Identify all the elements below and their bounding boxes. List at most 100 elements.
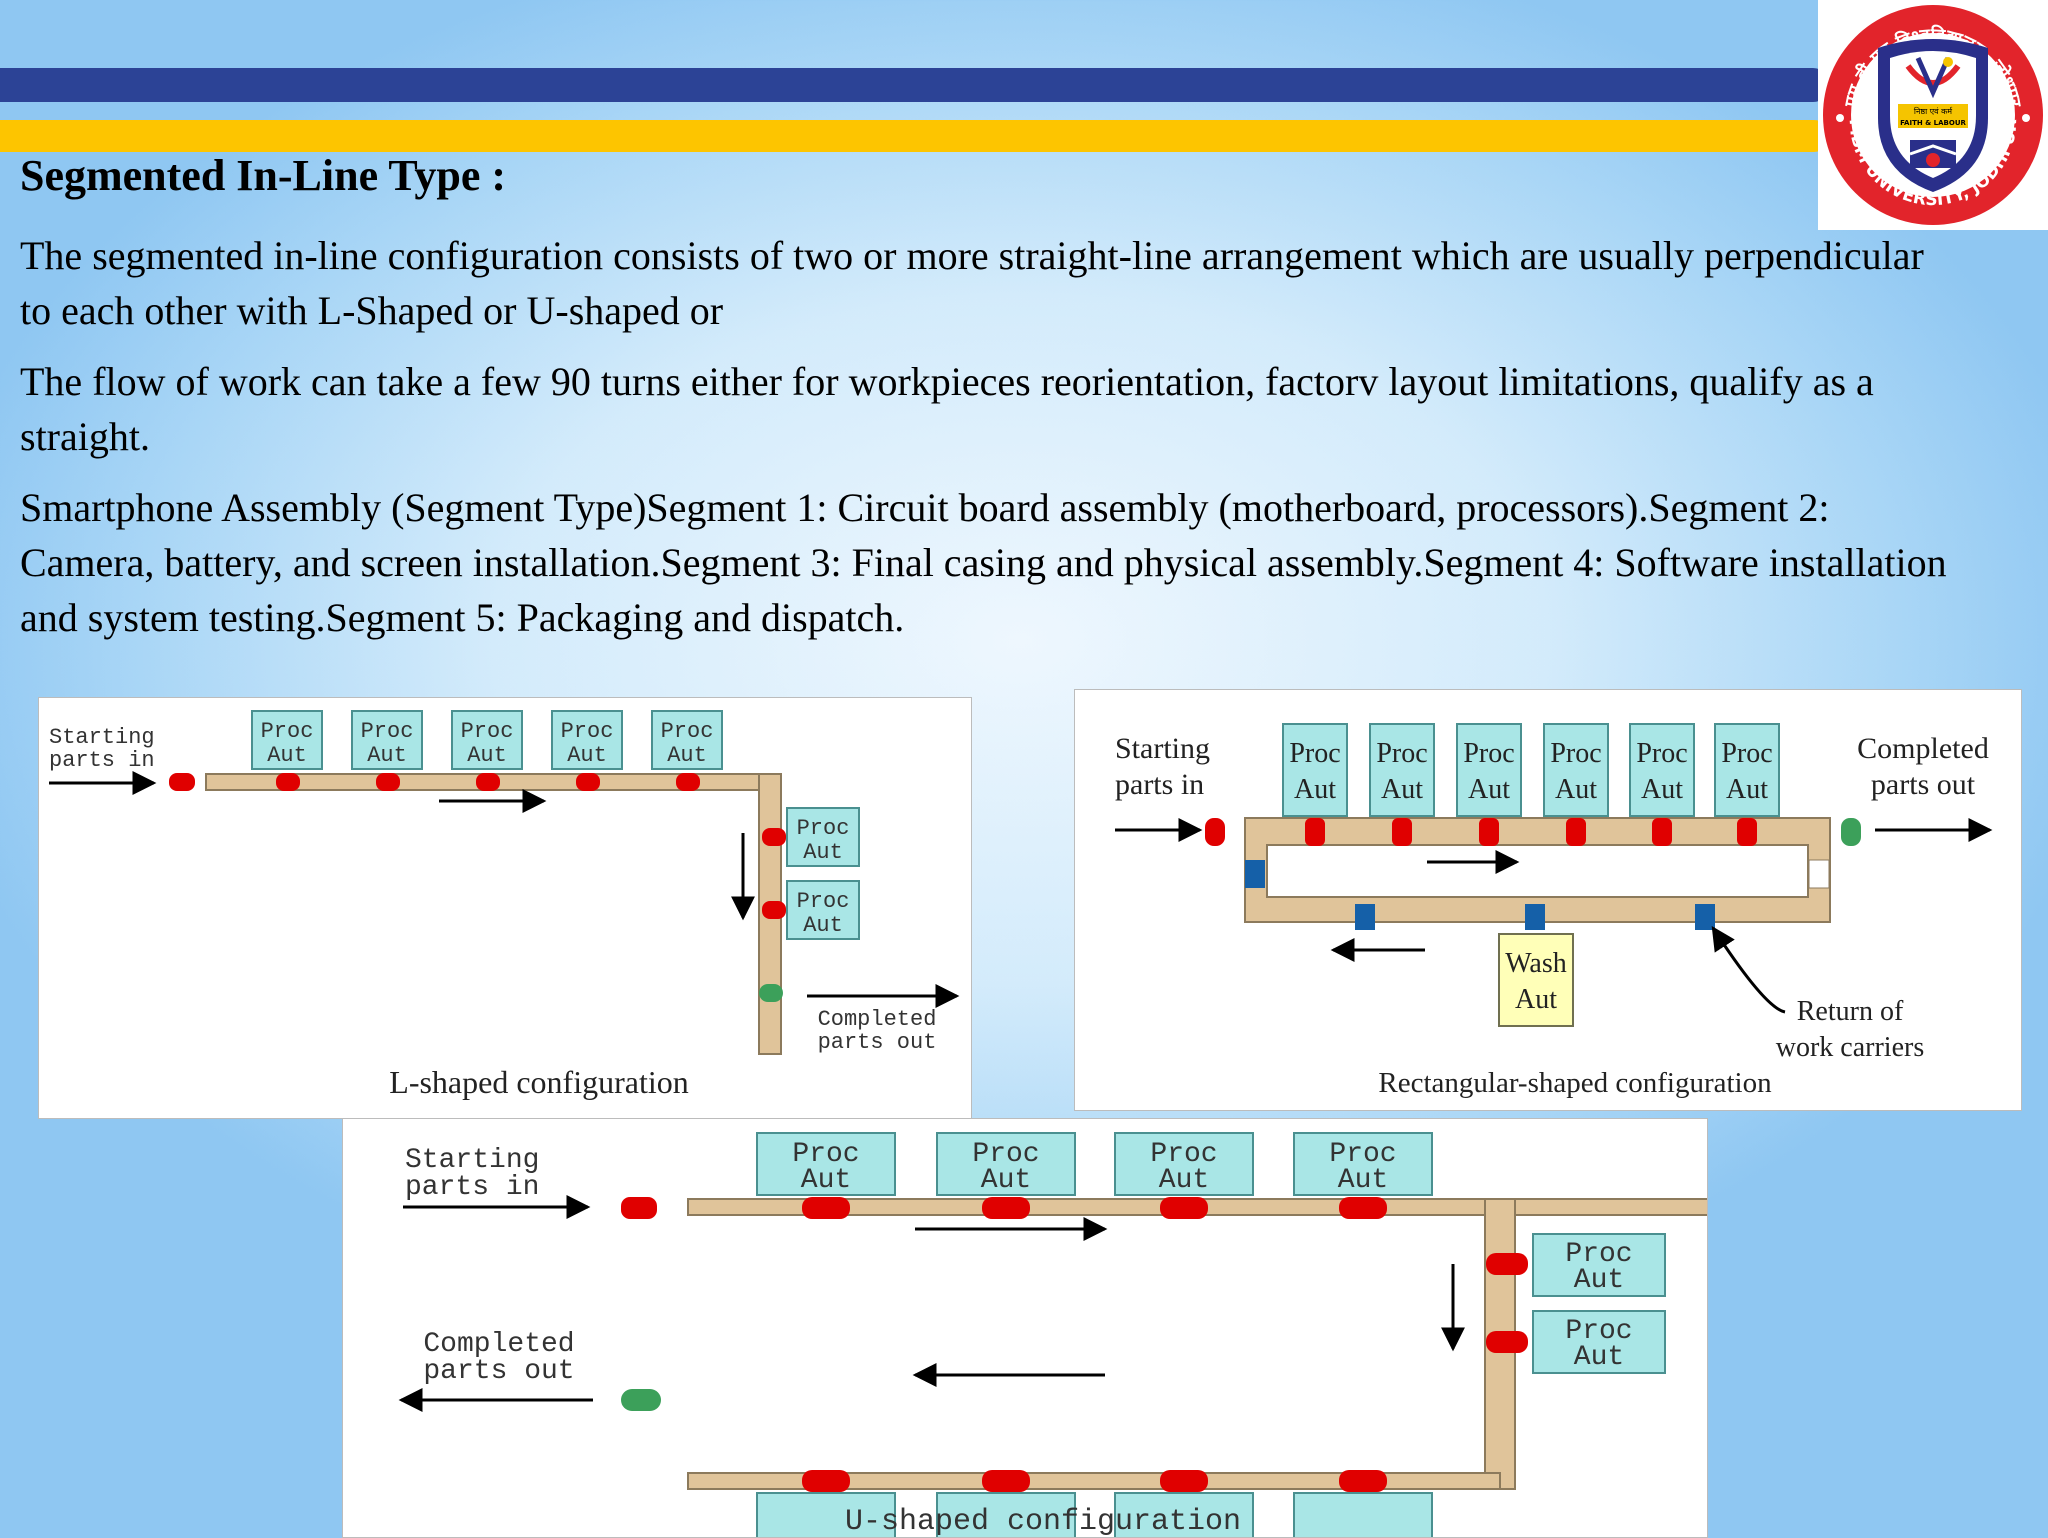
logo-motto-english: FAITH & LABOUR: [1900, 119, 1966, 127]
svg-text:Proc: Proc: [661, 719, 714, 744]
processing-station: [551, 710, 623, 770]
svg-text:parts out: parts out: [818, 1030, 937, 1055]
svg-text:Aut: Aut: [567, 743, 607, 768]
svg-text:Proc: Proc: [792, 1139, 859, 1170]
svg-text:parts in: parts in: [1115, 768, 1204, 801]
processing-station: [1532, 1310, 1666, 1374]
svg-text:Proc: Proc: [1329, 1139, 1396, 1170]
svg-text:Proc: Proc: [1150, 1139, 1217, 1170]
processing-station: [1282, 723, 1348, 817]
svg-text:Aut: Aut: [467, 743, 507, 768]
svg-text:Proc: Proc: [1565, 1316, 1632, 1347]
svg-text:Proc: Proc: [972, 1139, 1039, 1170]
svg-text:Proc: Proc: [1376, 738, 1427, 769]
svg-text:work carriers: work carriers: [1776, 1032, 1924, 1063]
return-label: Return of: [1797, 996, 1904, 1027]
station-group: Proc Aut Proc Aut Proc Aut Proc Aut Proc…: [1282, 723, 1780, 1027]
svg-text:Aut: Aut: [801, 1165, 851, 1196]
svg-text:Proc: Proc: [1550, 738, 1601, 769]
finished-part: [759, 984, 783, 1002]
processing-station: [786, 880, 860, 940]
paragraph-flow: The flow of work can take a few 90 turns…: [20, 359, 1874, 459]
paragraph-definition: The segmented in-line configuration cons…: [20, 233, 1924, 333]
svg-text:Proc: Proc: [561, 719, 614, 744]
finished-part: [1841, 818, 1861, 846]
svg-text:Aut: Aut: [267, 743, 307, 768]
processing-station: [1543, 723, 1609, 817]
figure-caption: Rectangular-shaped configuration: [1378, 1067, 1772, 1099]
svg-text:Proc: Proc: [797, 889, 850, 914]
wash-station: [1498, 933, 1574, 1027]
svg-text:Proc: Proc: [461, 719, 514, 744]
starting-part: [1205, 818, 1225, 846]
svg-text:Aut: Aut: [803, 840, 843, 865]
processing-station: [786, 807, 860, 867]
logo-motto-hindi: निष्ठा एवं कर्म: [1914, 106, 1953, 116]
svg-text:Proc: Proc: [361, 719, 414, 744]
svg-text:Proc: Proc: [1463, 738, 1514, 769]
processing-station: [936, 1492, 1076, 1537]
processing-station: [1293, 1132, 1433, 1196]
svg-text:Aut: Aut: [1159, 1165, 1209, 1196]
processing-station: [1714, 723, 1780, 817]
svg-text:Aut: Aut: [981, 1165, 1031, 1196]
processing-station: [1114, 1492, 1254, 1537]
svg-text:Aut: Aut: [667, 743, 707, 768]
slide-title: Segmented In-Line Type :: [20, 151, 507, 200]
processing-station: [1629, 723, 1695, 817]
start-label: Starting: [1115, 732, 1210, 765]
processing-station: [1532, 1233, 1666, 1297]
svg-text:Aut: Aut: [1294, 774, 1336, 805]
header-blue-bar: [0, 68, 1830, 102]
svg-text:Aut: Aut: [1555, 774, 1597, 805]
svg-text:Proc: Proc: [1289, 738, 1340, 769]
svg-text:Aut: Aut: [1338, 1165, 1388, 1196]
svg-text:Proc: Proc: [1636, 738, 1687, 769]
svg-text:parts out: parts out: [423, 1356, 574, 1387]
svg-text:Proc: Proc: [1565, 1239, 1632, 1270]
svg-text:Aut: Aut: [1515, 984, 1557, 1015]
end-label: Completed: [818, 1007, 937, 1032]
svg-text:parts out: parts out: [1871, 768, 1976, 801]
figure-caption: U-shaped configuration: [845, 1505, 1241, 1537]
processing-station: [756, 1132, 896, 1196]
figure-caption: L-shaped configuration: [389, 1064, 688, 1100]
conveyor-bottom: [687, 1472, 1501, 1490]
end-label: Completed: [423, 1329, 574, 1360]
svg-text:parts in: parts in: [49, 748, 155, 773]
paragraph-example: Smartphone Assembly (Segment Type)Segmen…: [20, 485, 1947, 640]
svg-text:Aut: Aut: [1381, 774, 1423, 805]
svg-text:Aut: Aut: [1468, 774, 1510, 805]
u-shaped-diagram: Starting parts in Proc Aut Proc Aut Proc…: [342, 1118, 1708, 1538]
processing-station: [1293, 1492, 1433, 1537]
processing-station: [1456, 723, 1522, 817]
station-group: Proc Aut Proc Aut Proc Aut Proc Aut Proc…: [756, 1132, 1666, 1537]
start-label: Starting: [405, 1145, 539, 1176]
processing-station: [351, 710, 423, 770]
svg-text:Wash: Wash: [1505, 948, 1567, 979]
processing-station: [936, 1132, 1076, 1196]
rectangular-diagram: Starting parts in Proc Aut Proc Aut Proc…: [1074, 689, 2022, 1111]
svg-text:Aut: Aut: [803, 913, 843, 938]
svg-text:Aut: Aut: [1574, 1342, 1624, 1373]
processing-station: [251, 710, 323, 770]
end-label: Completed: [1857, 732, 1989, 765]
l-shaped-diagram: Starting parts in Proc Aut Proc Aut Proc…: [38, 697, 972, 1119]
starting-part: [621, 1197, 657, 1219]
svg-text:parts in: parts in: [405, 1172, 539, 1203]
starting-part: [169, 773, 195, 791]
processing-station: [651, 710, 723, 770]
svg-text:Proc: Proc: [261, 719, 314, 744]
svg-text:Proc: Proc: [797, 816, 850, 841]
university-logo: एम बी एम विश्वविद्यालय, जोधपुर MBM UNIVE…: [1818, 0, 2048, 230]
svg-text:Aut: Aut: [1726, 774, 1768, 805]
svg-text:Aut: Aut: [367, 743, 407, 768]
svg-text:Aut: Aut: [1574, 1265, 1624, 1296]
processing-station: [1369, 723, 1435, 817]
svg-text:Aut: Aut: [1641, 774, 1683, 805]
header-gold-bar: [0, 120, 1830, 152]
processing-station: [451, 710, 523, 770]
start-label: Starting: [49, 725, 155, 750]
station-group: Proc Aut Proc Aut Proc Aut Proc Aut Proc…: [251, 710, 860, 940]
processing-station: [756, 1492, 896, 1537]
